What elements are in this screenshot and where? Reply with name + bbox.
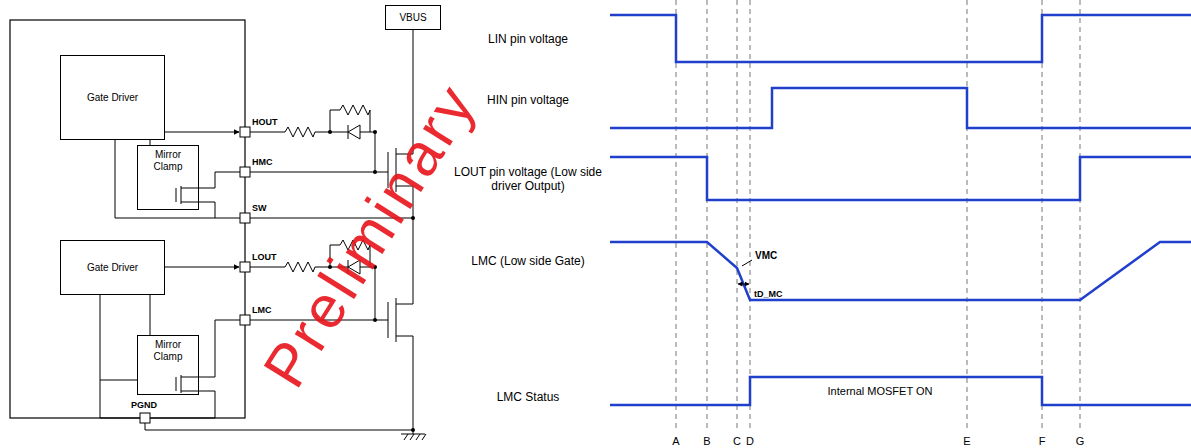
gate-driver-block: Gate Driver	[60, 55, 165, 140]
block-label: Mirror Clamp	[138, 149, 198, 173]
state-label: Internal MOSFET ON	[828, 385, 933, 398]
gate-network	[250, 105, 375, 139]
signal-name: LIN pin voltage	[443, 33, 613, 47]
pin-name: PGND	[131, 400, 157, 410]
time-marker: A	[672, 435, 679, 448]
waveform	[610, 15, 1191, 405]
pin-name: LOUT	[252, 252, 277, 262]
mirror-clamp-block: Mirror Clamp	[137, 335, 199, 395]
pin-name: SW	[252, 203, 267, 213]
signal-name: LOUT pin voltage (Low side driver Output…	[448, 166, 608, 194]
time-marker: B	[703, 435, 710, 448]
gate-driver-block: Gate Driver	[60, 240, 165, 295]
pin-name: HOUT	[252, 117, 278, 127]
threshold-label: VMC	[755, 250, 777, 262]
time-marker: E	[963, 435, 970, 448]
internal-wiring	[100, 132, 240, 418]
supply-box: VBUS	[385, 5, 441, 30]
block-label: Mirror Clamp	[138, 339, 198, 363]
block-label: Gate Driver	[84, 262, 141, 274]
leader-line	[742, 260, 752, 266]
block-label: Gate Driver	[84, 92, 141, 104]
time-marker: D	[746, 435, 754, 448]
ground-symbol	[401, 434, 426, 440]
time-marker: C	[733, 435, 741, 448]
mirror-clamp-block: Mirror Clamp	[137, 145, 199, 210]
ic-package	[10, 20, 245, 418]
dimension-arrow	[738, 284, 749, 285]
pin-name: HMC	[252, 157, 273, 167]
time-marker: G	[1076, 435, 1085, 448]
pin-name: LMC	[252, 305, 272, 315]
delay-label: tD_MC	[754, 289, 783, 299]
signal-name: LMC (Low side Gate)	[468, 255, 588, 269]
time-marker-line	[676, 0, 1080, 428]
time-marker: F	[1039, 435, 1046, 448]
signal-name: LMC Status	[443, 391, 613, 405]
block-label: VBUS	[396, 12, 429, 24]
